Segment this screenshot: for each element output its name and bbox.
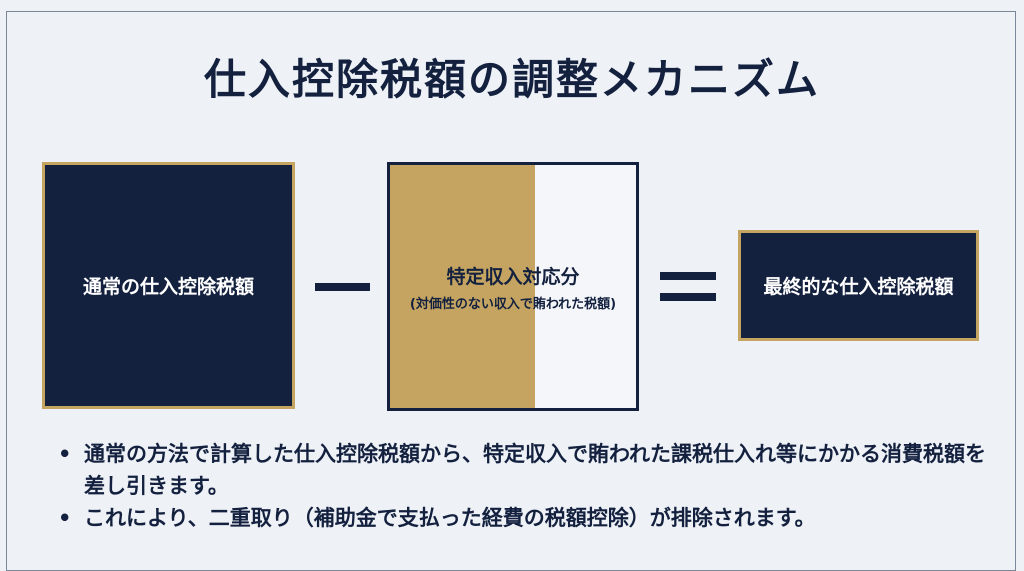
final-deduction-box: 最終的な仕入控除税額 <box>738 230 979 341</box>
equals-sign-bottom <box>660 293 716 301</box>
page-title: 仕入控除税額の調整メカニズム <box>203 55 820 104</box>
bullet-item: •これにより、二重取り（補助金で支払った経費の税額控除）が排除されます。 <box>58 502 998 534</box>
final-deduction-label: 最終的な仕入控除税額 <box>763 276 954 298</box>
normal-deduction-label: 通常の仕入控除税額 <box>82 276 254 298</box>
bullet-icon: • <box>58 506 72 530</box>
normal-deduction-box: 通常の仕入控除税額 <box>42 162 295 409</box>
bullet-item: •通常の方法で計算した仕入控除税額から、特定収入で賄われた課税仕入れ等にかかる消… <box>58 438 998 502</box>
specific-income-box: 特定収入対応分 (対価性のない収入で賄われた税額) <box>387 162 639 411</box>
specific-income-sublabel: (対価性のない収入で賄われた税額) <box>409 296 617 312</box>
equals-sign-top <box>660 272 716 280</box>
minus-sign <box>315 283 370 291</box>
specific-income-label: 特定収入対応分 <box>446 265 580 288</box>
bullet-list: •通常の方法で計算した仕入控除税額から、特定収入で賄われた課税仕入れ等にかかる消… <box>58 438 998 534</box>
bullet-icon: • <box>58 442 72 466</box>
